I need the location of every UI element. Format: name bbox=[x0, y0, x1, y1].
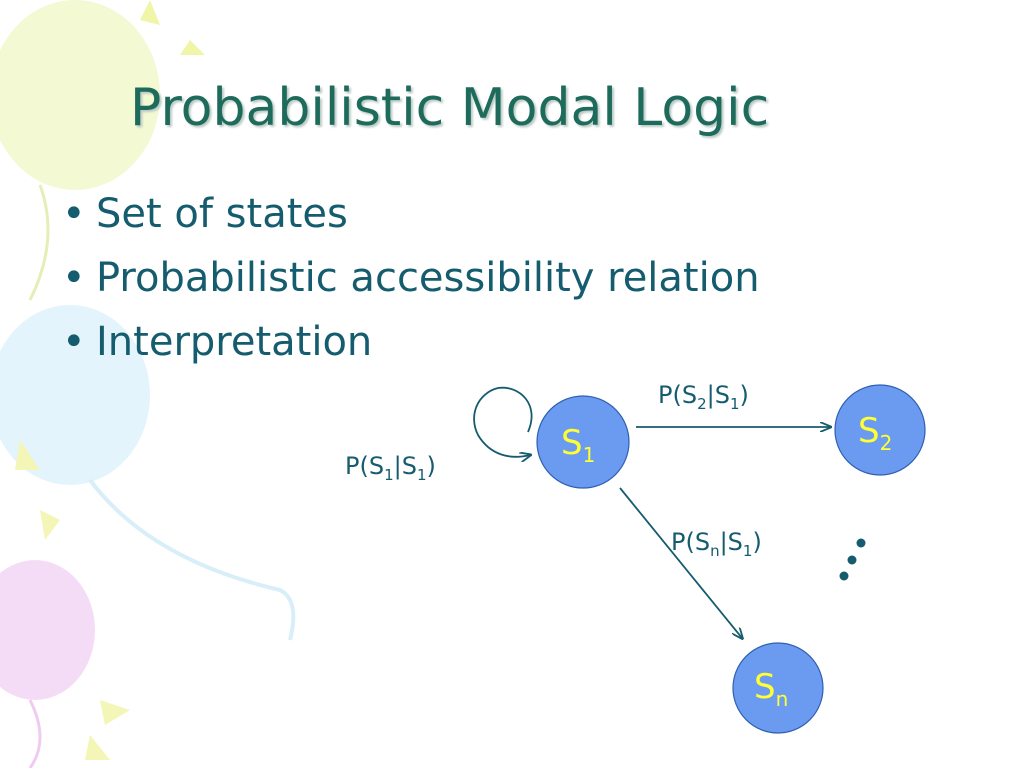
ellipsis-dot bbox=[847, 555, 857, 565]
node-s1-label: S1 bbox=[561, 423, 595, 467]
slide-title: Probabilistic Modal Logic bbox=[130, 78, 770, 138]
bullet-text: Interpretation bbox=[96, 319, 373, 365]
node-s2: S2 bbox=[834, 384, 926, 476]
node-s1: S1 bbox=[536, 395, 630, 489]
bullet-item: •Set of states bbox=[62, 190, 760, 254]
bullet-item: •Interpretation bbox=[62, 318, 760, 382]
balloon-yellow bbox=[0, 0, 205, 301]
bullet-marker: • bbox=[62, 191, 86, 237]
edge-s1-s2-label: P(S2|S1) bbox=[658, 381, 749, 413]
node-s2-circle bbox=[834, 384, 926, 476]
balloon-pink bbox=[0, 560, 130, 768]
ellipsis-dot bbox=[856, 538, 866, 548]
bullet-text: Probabilistic accessibility relation bbox=[96, 255, 760, 301]
bullet-item: •Probabilistic accessibility relation bbox=[62, 254, 760, 318]
self-loop-edge bbox=[473, 386, 532, 457]
self-loop-label: P(S1|S1) bbox=[345, 452, 436, 484]
ellipsis-dot bbox=[839, 571, 849, 581]
node-sn: Sn bbox=[732, 642, 824, 734]
bullet-list: •Set of states •Probabilistic accessibil… bbox=[62, 190, 760, 382]
node-sn-circle bbox=[732, 642, 824, 734]
bullet-marker: • bbox=[62, 319, 86, 365]
node-sn-label: Sn bbox=[754, 667, 788, 711]
ellipsis-dots bbox=[839, 538, 866, 581]
bullet-text: Set of states bbox=[96, 191, 348, 237]
node-s1-circle bbox=[536, 395, 630, 489]
node-s2-label: S2 bbox=[858, 411, 892, 455]
edge-s1-sn bbox=[619, 487, 742, 638]
bullet-marker: • bbox=[62, 255, 86, 301]
edge-s1-sn-label: P(Sn|S1) bbox=[671, 528, 762, 560]
balloon-blue bbox=[0, 305, 296, 641]
